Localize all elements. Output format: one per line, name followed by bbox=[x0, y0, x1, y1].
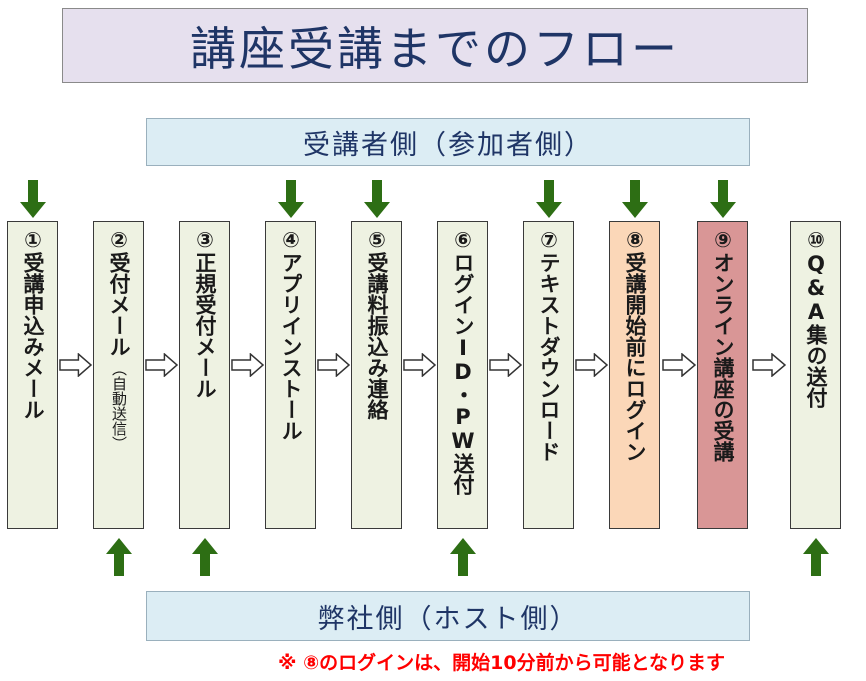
participant-side-band: 受講者側（参加者側） bbox=[146, 118, 750, 166]
flow-step-3: ③正規受付メール bbox=[179, 221, 230, 529]
flow-step-8: ⑧受講開始前にログイン bbox=[609, 221, 660, 529]
flow-step-label: ⑦テキストダウンロード bbox=[537, 228, 561, 462]
arrow-down-icon bbox=[535, 180, 562, 218]
arrow-down-icon bbox=[709, 180, 736, 218]
arrow-down-icon bbox=[19, 180, 46, 218]
page-title: 講座受講までのフロー bbox=[62, 8, 808, 83]
flow-step-label: ⑨オンライン講座の受講 bbox=[711, 228, 735, 462]
flow-arrow-icon bbox=[752, 353, 786, 377]
host-side-band: 弊社側（ホスト側） bbox=[146, 591, 750, 641]
flow-step-1: ①受講申込みメール bbox=[7, 221, 58, 529]
flow-step-10: ⑩Q&A集の送付 bbox=[790, 221, 841, 529]
flow-arrow-icon bbox=[489, 353, 522, 377]
flow-step-label: ⑩Q&A集の送付 bbox=[804, 228, 828, 408]
flow-step-label: ②受付メール bbox=[107, 228, 131, 357]
arrow-down-icon bbox=[363, 180, 390, 218]
arrow-down-icon bbox=[277, 180, 304, 218]
flow-arrow-icon bbox=[403, 353, 436, 377]
flow-arrow-icon bbox=[59, 353, 92, 377]
flow-step-label: ①受講申込みメール bbox=[21, 228, 45, 420]
flow-step-4: ④アプリインストール bbox=[265, 221, 316, 529]
flow-step-5: ⑤受講料振込み連絡 bbox=[351, 221, 402, 529]
arrow-up-icon bbox=[449, 538, 476, 576]
flow-arrow-icon bbox=[145, 353, 178, 377]
flow-step-label: ⑥ログインID・PW送付 bbox=[451, 228, 475, 495]
flow-arrow-icon bbox=[317, 353, 350, 377]
arrow-up-icon bbox=[105, 538, 132, 576]
flow-step-label: ⑧受講開始前にログイン bbox=[623, 228, 647, 462]
flow-step-label: ⑤受講料振込み連絡 bbox=[365, 228, 389, 420]
flow-arrow-icon bbox=[231, 353, 264, 377]
flow-step-label: ③正規受付メール bbox=[193, 228, 217, 399]
flow-step-sublabel: （自動送信） bbox=[110, 361, 128, 451]
arrow-up-icon bbox=[191, 538, 218, 576]
arrow-up-icon bbox=[802, 538, 829, 576]
arrow-down-icon bbox=[621, 180, 648, 218]
flow-step-7: ⑦テキストダウンロード bbox=[523, 221, 574, 529]
login-note: ※ ⑧のログインは、開始10分前から可能となります bbox=[278, 651, 726, 674]
flow-step-9: ⑨オンライン講座の受講 bbox=[697, 221, 748, 529]
flow-step-label: ④アプリインストール bbox=[279, 228, 303, 441]
flow-step-2: ②受付メール （自動送信） bbox=[93, 221, 144, 529]
flow-step-6: ⑥ログインID・PW送付 bbox=[437, 221, 488, 529]
flow-arrow-icon bbox=[661, 353, 696, 377]
flow-arrow-icon bbox=[575, 353, 608, 377]
